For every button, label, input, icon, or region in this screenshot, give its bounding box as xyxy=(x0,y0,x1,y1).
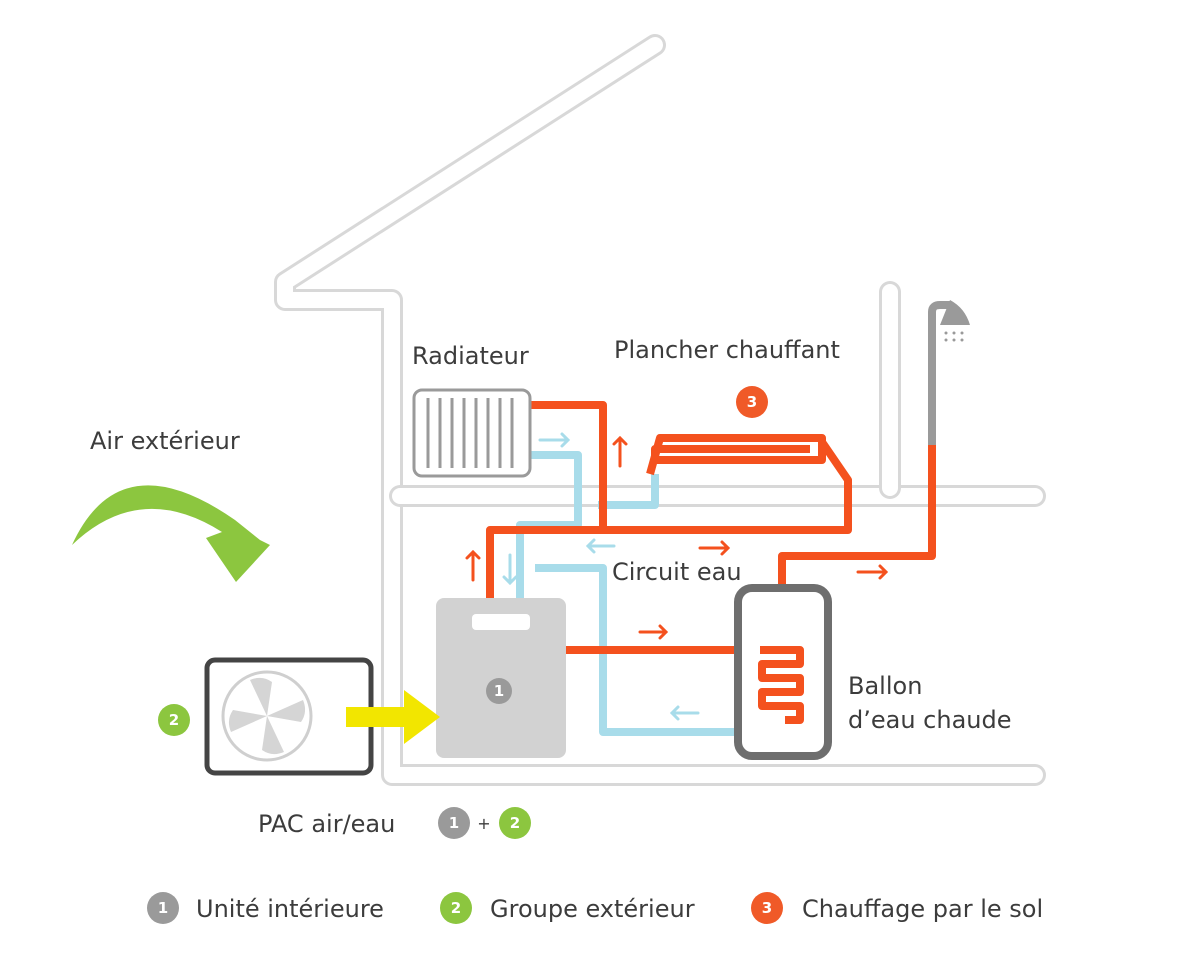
pac-badge-1-text: 1 xyxy=(449,814,459,832)
label-radiateur: Radiateur xyxy=(412,342,529,370)
badge-2-outdoor-text: 2 xyxy=(169,711,179,729)
legend-badge-1-text: 1 xyxy=(158,899,168,917)
label-ballon-line2: d’eau chaude xyxy=(848,706,1012,734)
legend-badge-1 xyxy=(147,892,179,924)
legend-badge-2 xyxy=(440,892,472,924)
shower-icon xyxy=(928,300,970,445)
legend-label-2: Groupe extérieur xyxy=(490,895,695,923)
legend: 1 Unité intérieure 2 Groupe extérieur 3 … xyxy=(147,892,1043,924)
legend-badge-3-text: 3 xyxy=(762,899,772,917)
badge-2-outdoor xyxy=(158,704,190,736)
legend-label-1: Unité intérieure xyxy=(196,895,384,923)
legend-badge-2-text: 2 xyxy=(451,899,461,917)
label-pac: PAC air/eau xyxy=(258,810,395,838)
badge-3-floor xyxy=(736,386,768,418)
label-air-exterieur: Air extérieur xyxy=(90,427,240,455)
water-tank xyxy=(734,584,832,760)
pac-plus: + xyxy=(477,814,490,833)
air-curve-arrow-icon xyxy=(72,485,270,582)
air-flow-arrow xyxy=(346,690,440,744)
badge-3-floor-text: 3 xyxy=(747,393,757,411)
label-ballon-line1: Ballon xyxy=(848,672,922,700)
label-circuit-eau: Circuit eau xyxy=(612,558,742,586)
badge-1-unit-text: 1 xyxy=(494,682,504,700)
tank-coil xyxy=(758,646,804,724)
legend-label-3: Chauffage par le sol xyxy=(802,895,1043,923)
radiator-icon xyxy=(412,388,532,478)
house-outline xyxy=(274,34,1046,786)
pac-badge-2 xyxy=(499,807,531,839)
flow-arrows xyxy=(465,432,889,721)
indoor-unit xyxy=(436,598,566,758)
pac-badge-1 xyxy=(438,807,470,839)
fan-icon xyxy=(228,677,306,755)
badge-1-unit xyxy=(486,678,512,704)
pac-badge-2-text: 2 xyxy=(510,814,520,832)
legend-badge-3 xyxy=(751,892,783,924)
label-plancher: Plancher chauffant xyxy=(614,336,840,364)
